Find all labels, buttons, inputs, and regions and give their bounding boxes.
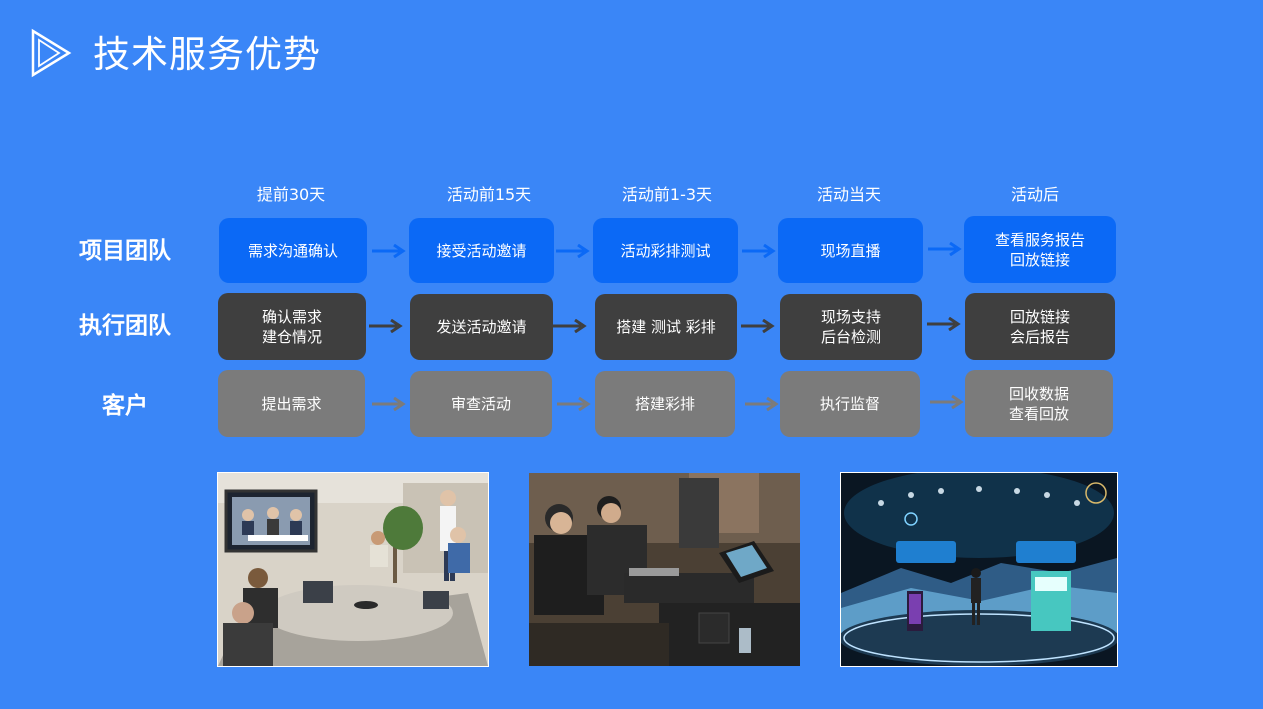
flow-step: 搭建 测试 彩排: [595, 294, 737, 360]
arrow-right-icon: [741, 319, 775, 333]
meeting-room-photo: [217, 472, 489, 667]
arrow-right-icon: [369, 319, 403, 333]
flow-step: 提出需求: [218, 370, 365, 437]
flow-step: 执行监督: [780, 371, 920, 437]
row-label-client: 客户: [102, 393, 148, 419]
phase-header: 活动当天: [816, 185, 881, 204]
row-label-project-team: 项目团队: [79, 238, 171, 264]
arrow-right-icon: [372, 244, 406, 258]
phase-header: 活动后: [1010, 185, 1059, 204]
arrow-right-icon: [928, 242, 962, 256]
arrow-right-icon: [372, 397, 406, 411]
arrow-right-icon: [742, 244, 776, 258]
phase-header: 活动前15天: [446, 185, 532, 204]
flow-step: 活动彩排测试: [593, 218, 738, 283]
row-label-execution-team: 执行团队: [79, 313, 171, 339]
arrow-right-icon: [927, 317, 961, 331]
arrow-right-icon: [553, 319, 587, 333]
phase-header: 活动前1-3天: [621, 185, 713, 204]
flow-step: 确认需求 建仓情况: [218, 293, 366, 360]
flow-step: 需求沟通确认: [219, 218, 367, 283]
flow-step: 回收数据 查看回放: [965, 370, 1113, 437]
arrow-right-icon: [930, 395, 964, 409]
arrow-right-icon: [556, 244, 590, 258]
flow-step: 接受活动邀请: [409, 218, 554, 283]
flow-step: 审查活动: [410, 371, 552, 437]
flow-step: 发送活动邀请: [410, 294, 553, 360]
phase-header: 提前30天: [256, 185, 326, 204]
control-desk-photo: [528, 472, 801, 667]
flow-step: 现场直播: [778, 218, 923, 283]
play-triangle-outline-icon: [31, 28, 72, 78]
arrow-right-icon: [557, 397, 591, 411]
page-title: 技术服务优势: [93, 33, 321, 76]
flow-step: 现场支持 后台检测: [780, 294, 922, 360]
flow-step: 搭建彩排: [595, 371, 735, 437]
flow-step: 回放链接 会后报告: [965, 293, 1115, 360]
arrow-right-icon: [745, 397, 779, 411]
flow-step: 查看服务报告 回放链接: [964, 216, 1116, 283]
event-stage-photo: [840, 472, 1118, 667]
